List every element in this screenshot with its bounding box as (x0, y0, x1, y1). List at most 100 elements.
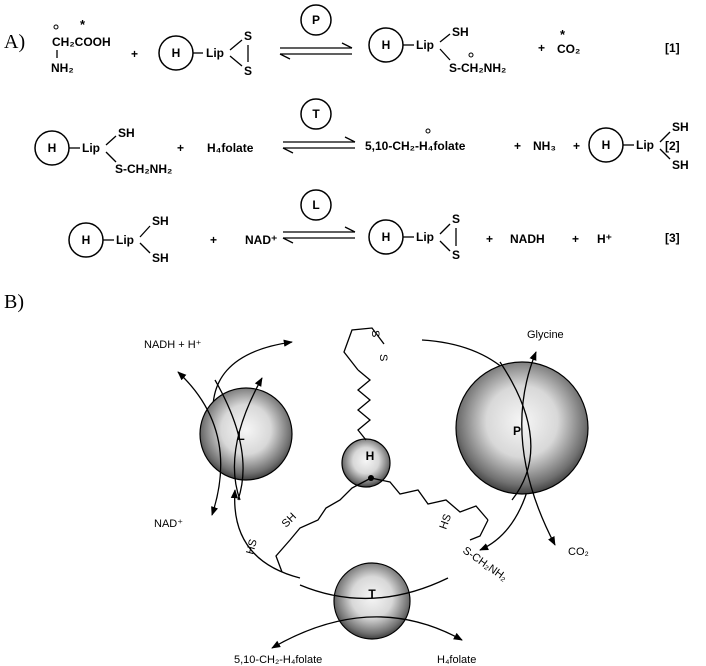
h-protein-label: H (602, 138, 611, 152)
p-protein-label: P (513, 424, 521, 438)
panel-a-label: A) (4, 31, 25, 53)
bond (439, 48, 451, 61)
lipoyl-arm-left (275, 477, 372, 573)
enzyme-complex-cartoon: L NADH + H⁺ NAD⁺ P Glycine CO₂ T 5,10-CH… (144, 327, 589, 666)
h-protein-sphere (341, 438, 391, 488)
bond (229, 39, 243, 51)
label-marker-circle (425, 128, 431, 134)
lipoyl-label: Lip (416, 38, 434, 52)
h-protein-label: H (82, 233, 91, 247)
glycine-amine: NH₂ (51, 61, 74, 75)
thiol-label: SH (452, 25, 469, 39)
plus-sign: + (573, 139, 580, 153)
label-marker-star: * (560, 27, 566, 42)
h-protein-label: H (382, 230, 391, 244)
t-protein-sphere (333, 562, 411, 640)
label-marker-circle (53, 24, 59, 30)
forward-arrowhead (341, 42, 353, 49)
forward-arrowhead (344, 136, 356, 143)
disulfide-s-top: S (244, 29, 252, 43)
proton-label: H⁺ (597, 232, 612, 246)
label-marker-circle (468, 52, 474, 58)
bond (139, 225, 151, 238)
lipoyl-arm-upper (356, 369, 372, 441)
lipoyl-arm-right (370, 477, 489, 521)
reverse-arrowhead (282, 147, 294, 154)
lipoyl-label: Lip (82, 141, 100, 155)
thiol-label: SH (118, 126, 135, 140)
p-reaction-arrow (521, 351, 556, 546)
plus-sign: + (177, 141, 184, 155)
bond (139, 242, 151, 254)
bond (229, 55, 243, 67)
nad-label: NAD⁺ (245, 233, 277, 247)
plus-sign: + (514, 139, 521, 153)
bond (439, 223, 451, 235)
dithiolane-ring (343, 327, 385, 371)
lipoyl-arm-right-tail (469, 519, 489, 541)
t-reaction-arrow (271, 616, 463, 649)
l-reaction-curve-2 (233, 377, 263, 501)
p-protein-circle (300, 4, 332, 36)
plus-sign: + (538, 41, 545, 55)
methylene-thf-label: 5,10-CH₂-H₄folate (234, 654, 322, 666)
label-marker-star: * (80, 17, 86, 32)
bond (659, 148, 671, 160)
thiol-label: SH (152, 251, 169, 265)
l-protein-circle (300, 189, 332, 221)
reaction-3: H Lip SH SH + NAD⁺ L H Lip S S + NADH + … (68, 189, 680, 265)
plus-sign: + (572, 232, 579, 246)
l-reaction-arrow (177, 371, 222, 516)
disulfide-s-bottom: S (452, 248, 460, 262)
thiol-label: SH (280, 511, 299, 530)
thiol-label: HS (244, 538, 260, 556)
lipoyl-label: Lip (636, 138, 654, 152)
disulfide-s-bottom: S (244, 64, 252, 78)
bond (439, 33, 451, 43)
bond (105, 135, 117, 146)
nadh-label: NADH (510, 232, 545, 246)
glycine-label: Glycine (527, 329, 564, 341)
plus-sign: + (131, 47, 138, 61)
bond (659, 131, 671, 143)
reaction-2: H Lip SH S-CH₂NH₂ + H₄folate T 5,10-CH₂-… (34, 98, 689, 176)
l-protein-sphere (199, 387, 293, 481)
thiol-label: SH (672, 120, 689, 134)
co2-label: CO₂ (568, 546, 589, 558)
l-protein-label: L (237, 429, 244, 443)
lipoyl-label: Lip (416, 230, 434, 244)
co2-label: CO₂ (557, 42, 580, 56)
l-protein-label: L (312, 198, 319, 212)
h-protein-label: H (48, 141, 57, 155)
h-protein-label: H (172, 46, 181, 60)
bond (105, 151, 117, 163)
tetrahydrofolate-label: H₄folate (437, 654, 476, 666)
ring-s-label: S (377, 354, 389, 361)
methylene-thf-label: 5,10-CH₂-H₄folate (365, 139, 466, 153)
nad-label: NAD⁺ (154, 518, 183, 530)
t-reaction-curve (299, 577, 449, 600)
ring-s-label: S (369, 330, 381, 337)
reverse-arrowhead (279, 53, 291, 60)
h-protein-label: H (366, 449, 375, 463)
aminomethyl-label: S-CH₂NH₂ (449, 61, 506, 75)
l-reaction-curve (214, 379, 244, 501)
disulfide-s-top: S (452, 212, 460, 226)
reaction-1: * CH₂COOH NH₂ + H Lip S S P H Lip SH S-C… (51, 4, 680, 78)
cycle-arc-t-to-l (230, 489, 301, 579)
aminomethyl-label: S-CH₂NH₂ (115, 162, 172, 176)
thiol-label: HS (438, 513, 455, 531)
tetrahydrofolate-label: H₄folate (207, 141, 254, 155)
reaction-number: [2] (665, 139, 680, 153)
reverse-arrowhead (282, 237, 294, 244)
p-protein-label: P (312, 13, 320, 27)
t-protein-circle (300, 98, 332, 130)
ammonia-label: NH₃ (533, 139, 556, 153)
forward-arrowhead (344, 226, 356, 233)
thiol-label: SH (672, 158, 689, 172)
reaction-number: [3] (665, 231, 680, 245)
glycine-formula: CH₂COOH (52, 35, 111, 49)
plus-sign: + (486, 232, 493, 246)
bond (439, 240, 451, 252)
